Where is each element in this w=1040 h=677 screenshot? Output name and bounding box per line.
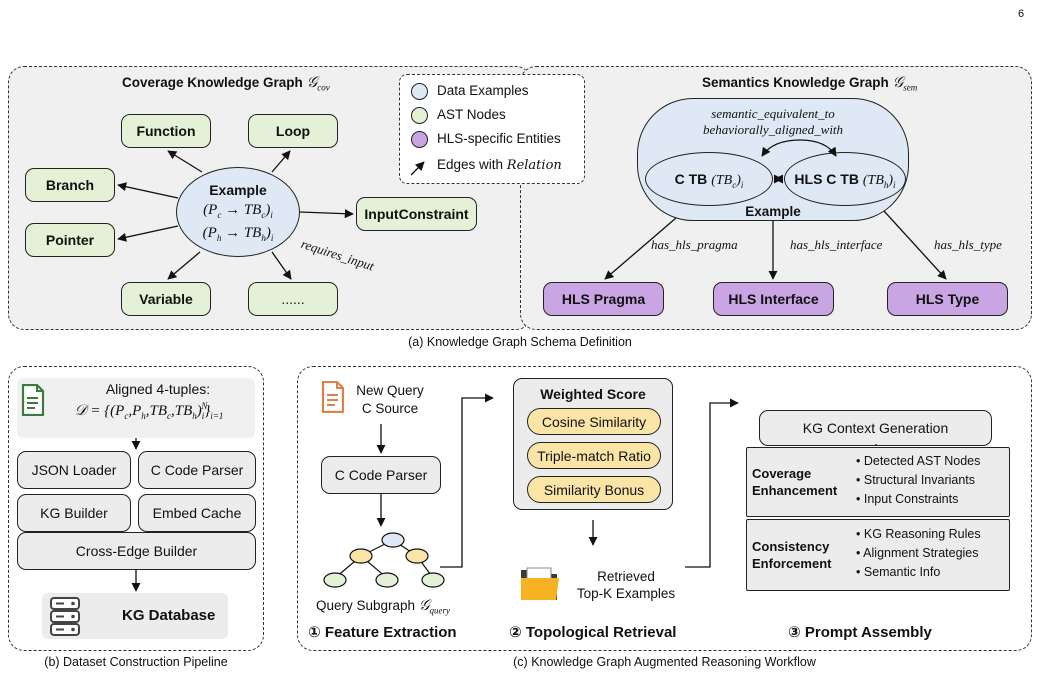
query-document-icon <box>321 380 345 414</box>
entity-hls-pragma: HLS Pragma <box>543 282 664 316</box>
edge-has-hls-type: has_hls_type <box>934 237 1002 252</box>
data-examples-swatch <box>411 83 428 100</box>
coverage-items: • Detected AST Nodes • Structural Invari… <box>856 454 981 506</box>
score-triple-match: Triple-match Ratio <box>527 442 661 469</box>
c-code-parser-query: C Code Parser <box>321 456 441 494</box>
stage-topological-retrieval: ② Topological Retrieval <box>509 624 677 641</box>
node-variable: Variable <box>121 282 211 316</box>
ctb-label: C TB (TBc)i <box>674 171 744 190</box>
relation-behaviorally-aligned: behaviorally_aligned_with <box>702 122 844 137</box>
tuple-box <box>17 378 255 438</box>
example-label: Example <box>745 204 801 219</box>
entity-hls-type: HLS Type <box>887 282 1008 316</box>
database-icon <box>48 595 82 637</box>
node-branch: Branch <box>25 168 115 202</box>
coverage-graph-title: Coverage Knowledge Graph 𝒢cov <box>122 75 330 93</box>
node-pointer: Pointer <box>25 223 115 257</box>
edge-has-hls-pragma: has_hls_pragma <box>651 237 738 252</box>
embed-cache: Embed Cache <box>138 494 256 532</box>
folder-icon <box>519 562 561 604</box>
ast-nodes-swatch <box>411 107 428 124</box>
legend-ast-nodes: AST Nodes <box>437 107 506 122</box>
consistency-enforcement-box <box>746 519 1010 591</box>
edge-has-hls-interface: has_hls_interface <box>790 237 883 252</box>
legend-box <box>399 74 585 184</box>
entity-hls-interface: HLS Interface <box>713 282 834 316</box>
retrieved-line2: Top-K Examples <box>576 586 676 601</box>
node-function: Function <box>121 114 211 148</box>
document-icon <box>21 383 45 417</box>
score-similarity-bonus: Similarity Bonus <box>527 476 661 503</box>
consistency-items: • KG Reasoning Rules • Alignment Strateg… <box>856 527 981 579</box>
node-loop: Loop <box>248 114 338 148</box>
workflow-panel <box>297 366 1032 651</box>
semantics-graph-title: Semantics Knowledge Graph 𝒢sem <box>702 75 918 93</box>
node-input-constraint: InputConstraint <box>356 197 477 231</box>
weighted-score-title: Weighted Score <box>540 386 646 402</box>
caption-a: (a) Knowledge Graph Schema Definition <box>408 335 632 349</box>
hls-ctb-ellipse <box>784 152 906 206</box>
example-formula-c: (Pc → TBc)i <box>203 202 273 220</box>
legend-edges: Edges with Relation <box>437 157 562 173</box>
node-ellipsis: ...... <box>248 282 338 316</box>
page-number: 6 <box>1018 8 1025 20</box>
caption-b: (b) Dataset Construction Pipeline <box>44 655 228 669</box>
kg-builder: KG Builder <box>17 494 131 532</box>
stage-feature-extraction: ① Feature Extraction <box>308 624 457 641</box>
ctb-ellipse <box>645 152 773 206</box>
json-loader: JSON Loader <box>17 451 131 489</box>
hls-entities-swatch <box>411 131 428 148</box>
pipeline-panel <box>8 366 264 651</box>
kg-context-generation: KG Context Generation <box>759 410 992 446</box>
tuple-title: Aligned 4-tuples: <box>105 381 211 397</box>
relation-semantic-equivalent: semantic_equivalent_to <box>711 106 835 121</box>
c-code-parser-pipeline: C Code Parser <box>138 451 256 489</box>
kg-database-label: KG Database <box>122 607 216 624</box>
retrieved-line1: Retrieved <box>597 569 655 584</box>
caption-c: (c) Knowledge Graph Augmented Reasoning … <box>513 655 816 669</box>
coverage-enhancement-box <box>746 447 1010 517</box>
hls-ctb-label: HLS C TB (TBh)i <box>794 171 896 190</box>
score-cosine-similarity: Cosine Similarity <box>527 408 661 435</box>
example-title: Example <box>209 182 267 198</box>
legend-data-examples: Data Examples <box>437 83 529 98</box>
tuple-formula: 𝒟 = {(Pc,Ph,TBc,TBh)i}i=1N <box>74 401 224 421</box>
example-formula-h: (Ph → TBh)i <box>202 225 274 243</box>
cross-edge-builder: Cross-Edge Builder <box>17 532 256 570</box>
legend-hls-entities: HLS-specific Entities <box>437 131 561 146</box>
stage-prompt-assembly: ③ Prompt Assembly <box>788 624 932 641</box>
example-ellipse <box>176 167 300 257</box>
new-query-line2: C Source <box>361 401 419 416</box>
new-query-line1: New Query <box>356 383 424 398</box>
query-subgraph-label: Query Subgraph 𝒢query <box>316 598 451 616</box>
